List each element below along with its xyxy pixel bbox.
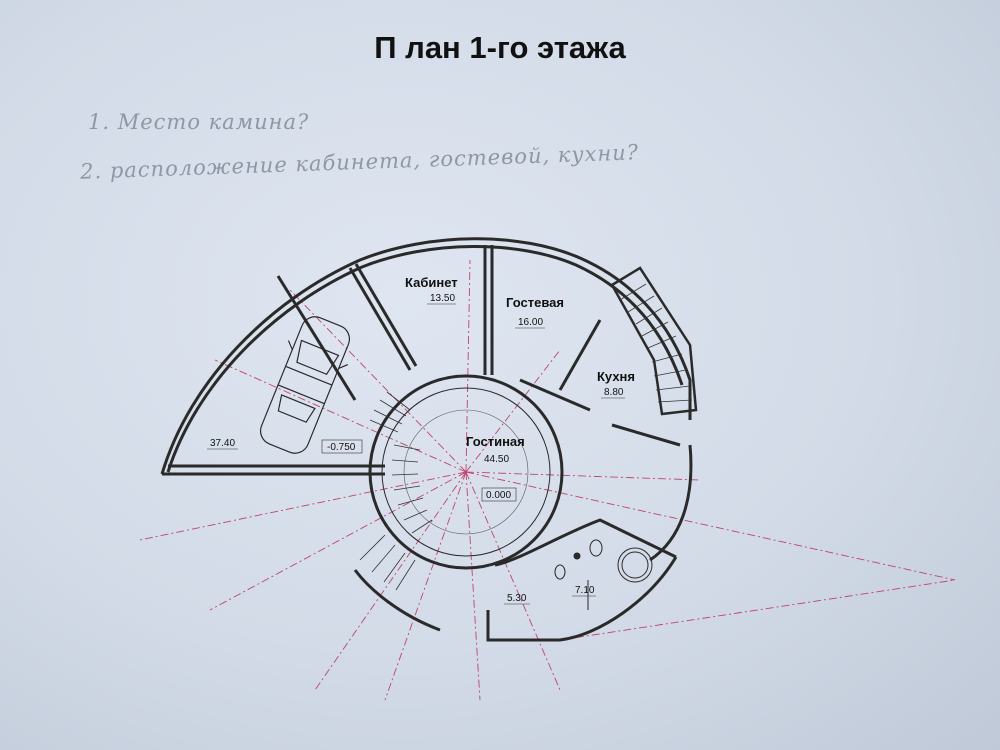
plan-title: П лан 1-го этажа [374, 30, 626, 65]
guest-area: 16.00 [518, 317, 543, 328]
living-name: Гостиная [466, 434, 525, 449]
kitchen-name: Кухня [597, 369, 635, 384]
room-a-area: 5.30 [507, 593, 527, 604]
guest-name: Гостевая [506, 295, 564, 310]
garage-area: 37.40 [210, 438, 235, 449]
spiral-stairs [359, 391, 433, 591]
partition-walls [483, 245, 681, 447]
kitchen-area: 8.80 [604, 387, 624, 398]
room-b-area: 7.10 [575, 585, 595, 596]
axis-lines [139, 259, 956, 701]
room-labels: Кабинет 13.50 Гостевая 16.00 Кухня 8.80 … [207, 275, 635, 605]
living-area: 44.50 [484, 454, 509, 465]
cabinet-area: 13.50 [430, 293, 455, 304]
garage-walls [162, 263, 418, 476]
living-level: 0.000 [486, 490, 511, 501]
living-room-walls [368, 374, 564, 570]
bathroom-fixtures [554, 539, 653, 610]
garage-level: -0.750 [327, 442, 356, 453]
handwritten-note-1: 1. Место камина? [88, 110, 310, 134]
exterior-stair [610, 266, 698, 416]
car-icon [259, 316, 351, 454]
cabinet-name: Кабинет [405, 275, 458, 290]
outer-walls [160, 237, 693, 642]
